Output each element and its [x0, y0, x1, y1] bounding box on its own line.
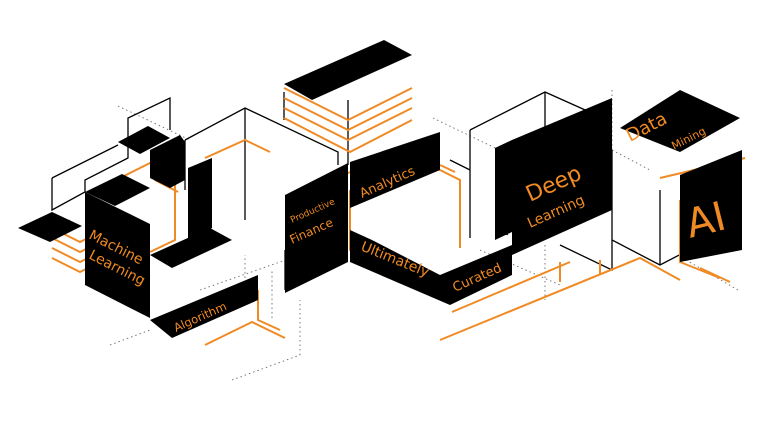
black-blocks [18, 40, 742, 338]
